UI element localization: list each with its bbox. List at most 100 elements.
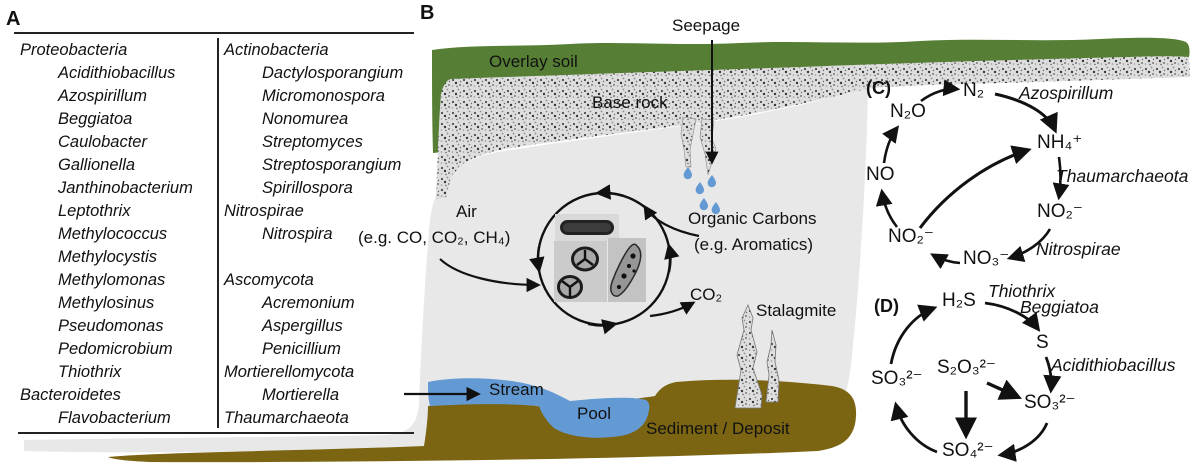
microbe-photo-cocci: [554, 241, 607, 302]
co2-output-arrow: [649, 301, 696, 318]
arrow-so4-to-so3: [890, 401, 938, 454]
taxon-acidithiobacillus: Acidithiobacillus: [1051, 355, 1176, 375]
organic-examples-label: (e.g. Aromatics): [694, 235, 814, 254]
arrow-no2-to-no3: [1006, 228, 1052, 263]
taxon-row: Proteobacteria: [20, 41, 128, 59]
taxon-row: Janthinobacterium: [58, 179, 193, 197]
taxon-row: Aspergillus: [262, 317, 343, 335]
taxon-row: Penicillium: [262, 340, 341, 358]
seepage-drops: [683, 167, 720, 215]
stalagmite-shape: [734, 303, 763, 409]
air-input-arrow: [439, 258, 541, 293]
taxon-azospirillum: Azospirillum: [1019, 83, 1114, 103]
overlay-soil-shape: [432, 37, 1190, 153]
air-examples-label: (e.g. CO, CO₂, CH₄): [358, 228, 511, 247]
organic-input-arrow: [643, 204, 700, 238]
arrow-no-to-n2o: [882, 125, 900, 164]
arrow-no2-to-no: [875, 188, 899, 228]
base-rock-label: Base rock: [592, 93, 668, 112]
taxon-row: Beggiatoa: [58, 110, 133, 128]
sediment-shape: [108, 379, 857, 463]
chem-n2: N₂: [963, 80, 985, 101]
taxon-thaumarchaeota: Thaumarchaeota: [1056, 166, 1189, 186]
taxon-row: Mortierellomycota: [224, 363, 355, 381]
taxon-row: Thaumarchaeota: [224, 409, 349, 427]
table-column-divider: [217, 38, 219, 428]
taxon-row: Methylocystis: [58, 248, 158, 266]
air-label: Air: [456, 202, 477, 221]
stalagmite-shape: [765, 329, 780, 403]
taxon-row: Thiothrix: [58, 363, 122, 381]
taxon-row: Azospirillum: [58, 87, 147, 105]
arrow-no2-to-nh4-inner: [918, 145, 1032, 229]
chem-nh4: NH₄⁺: [1037, 132, 1083, 153]
chem-s2o3: S₂O₃²⁻: [937, 357, 996, 378]
microbe-photo-rod: [555, 214, 619, 241]
taxon-row: Pseudomonas: [58, 317, 164, 335]
base-rock-shape: [436, 56, 1190, 199]
arrow-s-to-so3: [1043, 356, 1062, 394]
chem-so3-right: SO₃²⁻: [1024, 392, 1076, 413]
taxon-row: Caulobacter: [58, 133, 147, 151]
chem-s: S: [1036, 332, 1049, 353]
taxon-row: Leptothrix: [58, 202, 131, 220]
taxon-row: Nonomurea: [262, 110, 349, 128]
overlay-soil-label: Overlay soil: [489, 52, 578, 71]
taxon-row: Nitrospirae: [224, 202, 304, 220]
taxon-row: Acremonium: [262, 294, 355, 312]
arrow-h2s-to-s: [984, 301, 1041, 332]
cave-interior-shape: [24, 87, 868, 453]
table-top-rule: [14, 32, 414, 34]
arrow-so3-to-so4: [997, 422, 1049, 462]
taxon-row: Gallionella: [58, 156, 136, 174]
panel-d-label: (D): [874, 296, 899, 316]
taxon-row: Flavobacterium: [58, 409, 171, 427]
taxon-row: Spirillospora: [262, 179, 353, 197]
chem-no3: NO₃⁻: [963, 248, 1010, 269]
taxon-nitrospirae: Nitrospirae: [1036, 239, 1121, 259]
arrow-so3-to-h2s: [889, 304, 938, 365]
seepage-label: Seepage: [672, 16, 741, 35]
taxon-row: Dactylosporangium: [262, 64, 404, 82]
arrow-no3-to-no2: [930, 253, 961, 270]
taxon-row: Acidithiobacillus: [58, 64, 176, 82]
taxon-row: Streptomyces: [262, 133, 363, 151]
taxon-thiothrix: Thiothrix: [988, 281, 1056, 301]
stream-label: Stream: [489, 380, 544, 399]
chem-so4: SO₄²⁻: [942, 440, 994, 461]
organic-carbons-label: Organic Carbons: [688, 209, 817, 228]
chem-so3-left: SO₃²⁻: [871, 368, 923, 389]
seepage-stalactite: [680, 116, 697, 168]
pool-label: Pool: [577, 404, 612, 423]
co2-output-label: CO₂: [690, 285, 723, 304]
taxon-row: Methylococcus: [58, 225, 168, 243]
taxon-row: Mortierella: [262, 386, 340, 404]
taxon-row: [224, 248, 424, 271]
nitrogen-cycle-arrows: [875, 79, 1070, 270]
arrow-n2o-to-n2: [920, 79, 961, 103]
microbial-loop-direction-arrows: [529, 184, 680, 335]
taxon-row: Streptosporangium: [262, 156, 402, 174]
chem-no2-left: NO₂⁻: [888, 226, 934, 247]
arrow-nh4-to-no2: [1052, 156, 1070, 201]
chem-no: NO: [866, 164, 895, 185]
taxon-row: Actinobacteria: [224, 41, 329, 59]
stalagmite-label: Stalagmite: [756, 301, 837, 320]
arrow-n2-to-nh4: [994, 92, 1058, 134]
taxon-row: Micromonospora: [262, 87, 385, 105]
taxon-row: Nitrospira: [262, 225, 333, 243]
stream-pool-shape: [428, 378, 650, 438]
taxon-row: Methylosinus: [58, 294, 155, 312]
chem-n2o: N₂O: [890, 101, 926, 122]
sulfur-cycle-arrows: [889, 301, 1062, 462]
panel-b-label: B: [420, 2, 435, 24]
panel-c-label: (C): [866, 78, 891, 98]
taxon-row: Ascomycota: [224, 271, 314, 289]
panel-a-label: A: [6, 8, 21, 30]
microbe-photo-filament: [608, 238, 646, 302]
table-bottom-rule: [18, 432, 414, 434]
